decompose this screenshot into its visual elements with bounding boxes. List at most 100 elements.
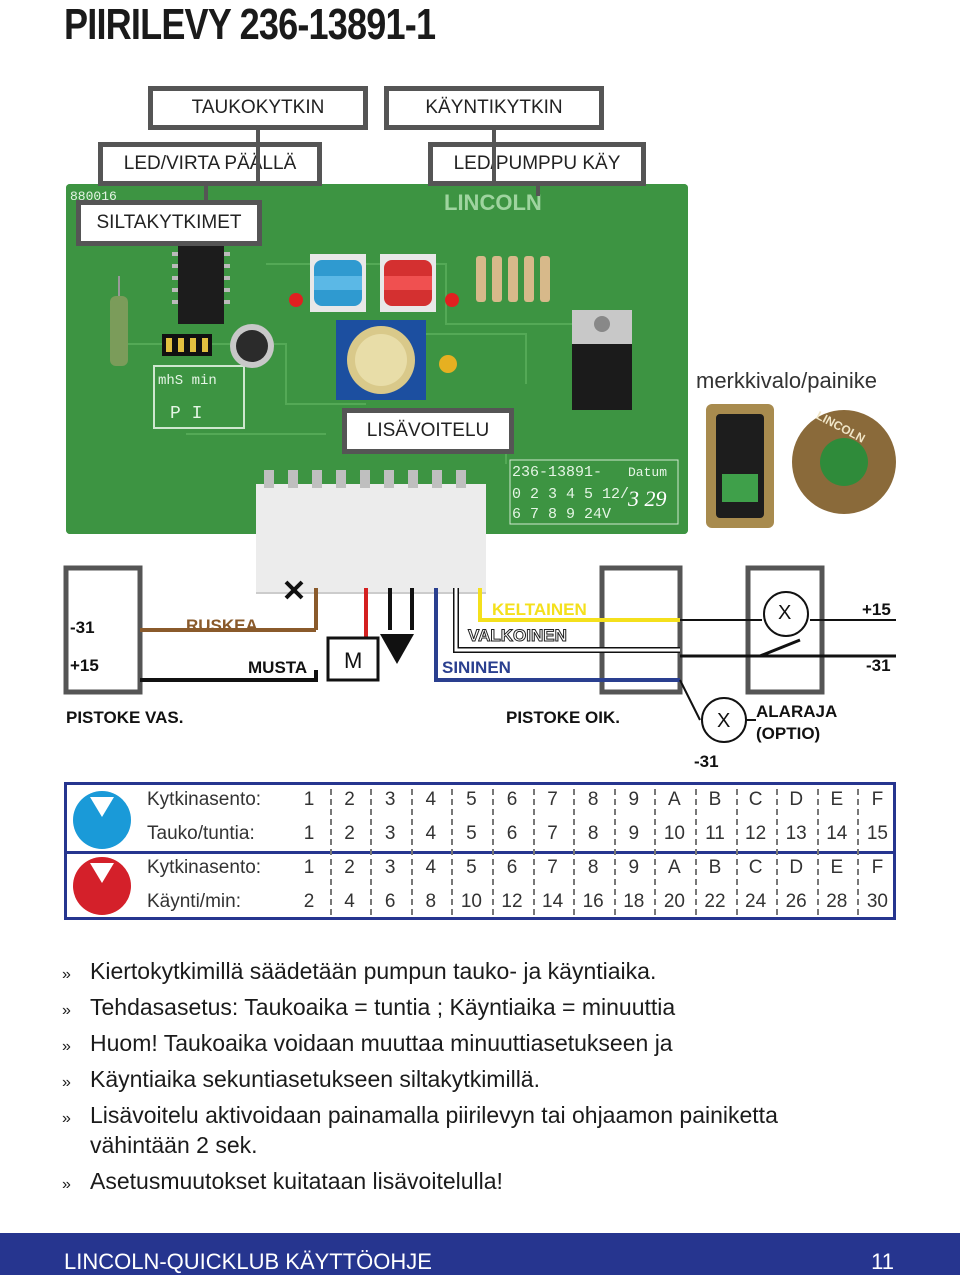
table-cell: 9 bbox=[628, 857, 640, 878]
table-cell: B bbox=[708, 789, 722, 810]
rocker-switch-image bbox=[706, 404, 774, 528]
callout-taukokytkin: TAUKOKYTKIN bbox=[148, 86, 368, 130]
table-cell: 2 bbox=[344, 823, 355, 844]
table-cell: 5 bbox=[466, 823, 477, 844]
table-cell: 14 bbox=[542, 891, 564, 912]
table-cell: 11 bbox=[705, 823, 725, 844]
valkoinen-label: VALKOINEN bbox=[468, 626, 568, 646]
table-cell: 4 bbox=[425, 823, 437, 844]
table-cell: 12 bbox=[501, 891, 523, 912]
callout-led-virta: LED/VIRTA PÄÄLLÄ bbox=[98, 142, 322, 186]
table-cell: 2 bbox=[303, 891, 315, 912]
table-cell: 6 bbox=[384, 891, 396, 912]
callout-kayntikytkin: KÄYNTIKYTKIN bbox=[384, 86, 604, 130]
pistoke-vas-label: PISTOKE VAS. bbox=[66, 708, 184, 727]
keltainen-label: KELTAINEN bbox=[492, 600, 587, 619]
table-cell: 1 bbox=[303, 823, 315, 844]
table-cell: E bbox=[830, 857, 844, 878]
table-cell: E bbox=[830, 789, 844, 810]
table-column-divider bbox=[329, 789, 332, 915]
sininen-label: SININEN bbox=[442, 658, 511, 677]
table-cell: 22 bbox=[704, 891, 726, 912]
table-cell: F bbox=[871, 789, 884, 810]
table-cell: 6 bbox=[506, 789, 518, 810]
table-cell: 3 bbox=[384, 789, 396, 810]
instruction-item: »Tehdasasetus: Taukoaika = tuntia ; Käyn… bbox=[62, 992, 675, 1026]
pcb-brand-text: LINCOLN bbox=[444, 190, 542, 215]
table-column-divider bbox=[695, 789, 697, 915]
table-column-divider bbox=[370, 789, 373, 915]
table-cell: 8 bbox=[425, 891, 437, 912]
right-plus-label: +15 bbox=[862, 600, 891, 619]
pcb-datum-label: Datum bbox=[628, 465, 667, 480]
lamp-x-label: X bbox=[778, 602, 792, 624]
table-cell: 13 bbox=[785, 823, 807, 844]
musta-label: MUSTA bbox=[248, 658, 308, 677]
table-column-divider bbox=[735, 789, 738, 915]
wiring-diagram bbox=[63, 565, 896, 743]
table-cell: 2 bbox=[344, 857, 355, 878]
table-cell: 3 bbox=[384, 857, 396, 878]
instruction-text: Käyntiaika sekuntiasetukseen siltakytkim… bbox=[90, 1066, 540, 1092]
table-cell: 5 bbox=[466, 857, 477, 878]
table-column-divider bbox=[451, 789, 454, 915]
instruction-item: » Asetusmuutokset kuitataan lisävoitelull… bbox=[62, 1166, 503, 1200]
table-cell: 8 bbox=[587, 857, 599, 878]
instruction-item: » Kiertokytkimillä säädetään pumpun tauko… bbox=[62, 956, 656, 990]
table-column-divider bbox=[613, 789, 616, 915]
table-cell: 2 bbox=[344, 789, 355, 810]
table-cell: 7 bbox=[547, 823, 558, 844]
table-cell: 20 bbox=[663, 891, 685, 912]
instruction-item: »Käyntiaika sekuntiasetukseen siltakytki… bbox=[62, 1064, 540, 1098]
table-cell: 8 bbox=[587, 789, 599, 810]
table-cell: C bbox=[748, 857, 763, 878]
table-row-label: Käynti/min: bbox=[147, 891, 241, 912]
table-cell: D bbox=[789, 789, 804, 810]
blue-knob-icon bbox=[73, 791, 131, 849]
bullet-mark: » bbox=[62, 1002, 71, 1019]
table-cell: C bbox=[748, 789, 763, 810]
table-cell: 26 bbox=[785, 891, 807, 912]
table-cell: 4 bbox=[344, 891, 355, 912]
footer-title: LINCOLN-QUICKLUB KÄYTTÖOHJE bbox=[64, 1249, 432, 1274]
right-minus-label: -31 bbox=[866, 656, 891, 675]
table-cell: 24 bbox=[745, 891, 767, 912]
table-row-label: Tauko/tuntia: bbox=[147, 823, 255, 844]
table-cell: 7 bbox=[547, 857, 558, 878]
table-column-divider bbox=[654, 789, 657, 915]
table-cell: 4 bbox=[425, 857, 437, 878]
callout-leader-lines bbox=[204, 130, 540, 200]
instruction-item: »Lisävoitelu aktivoidaan painamalla piir… bbox=[62, 1100, 778, 1134]
instruction-text: Kiertokytkimillä säädetään pumpun tauko-… bbox=[90, 958, 657, 984]
bullet-mark: » bbox=[62, 966, 71, 983]
table-cell: 5 bbox=[466, 789, 477, 810]
table-column-divider bbox=[532, 789, 535, 915]
ruskea-label: RUSKEA bbox=[186, 616, 258, 635]
table-column-divider bbox=[573, 789, 576, 915]
table-column-divider bbox=[492, 789, 494, 915]
table-cell: 6 bbox=[506, 857, 518, 878]
table-column-divider bbox=[410, 789, 413, 915]
instruction-text: Asetusmuutokset kuitataan lisävoitelulla… bbox=[90, 1168, 503, 1194]
pistoke-oik-label: PISTOKE OIK. bbox=[506, 708, 620, 727]
table-cell: 7 bbox=[547, 789, 558, 810]
table-cell: 1 bbox=[303, 789, 315, 810]
instruction-text: Huom! Taukoaika voidaan muuttaa minuutti… bbox=[90, 1030, 673, 1056]
table-cell: 9 bbox=[628, 789, 640, 810]
table-row-label: Kytkinasento: bbox=[147, 857, 262, 878]
table-cell: 12 bbox=[745, 823, 767, 844]
table-column-divider bbox=[816, 789, 819, 915]
table-column-divider bbox=[776, 789, 779, 915]
table-row-label: Kytkinasento: bbox=[147, 789, 262, 810]
callout-siltakytkimet: SILTAKYTKIMET bbox=[76, 200, 262, 246]
table-cell: B bbox=[708, 857, 722, 878]
bullet-mark: » bbox=[62, 1176, 71, 1193]
instruction-text: Lisävoitelu aktivoidaan painamalla piiri… bbox=[90, 1102, 778, 1128]
table-cell: A bbox=[668, 789, 681, 810]
table-cell: 9 bbox=[628, 823, 640, 844]
alaraja-x-label: X bbox=[717, 710, 731, 732]
pcb-board-id: 236-13891- bbox=[512, 464, 602, 481]
instruction-item: vähintään 2 sek. bbox=[62, 1130, 258, 1160]
table-cell: A bbox=[668, 857, 681, 878]
page-title: PIIRILEVY 236-13891-1 bbox=[64, 0, 436, 49]
